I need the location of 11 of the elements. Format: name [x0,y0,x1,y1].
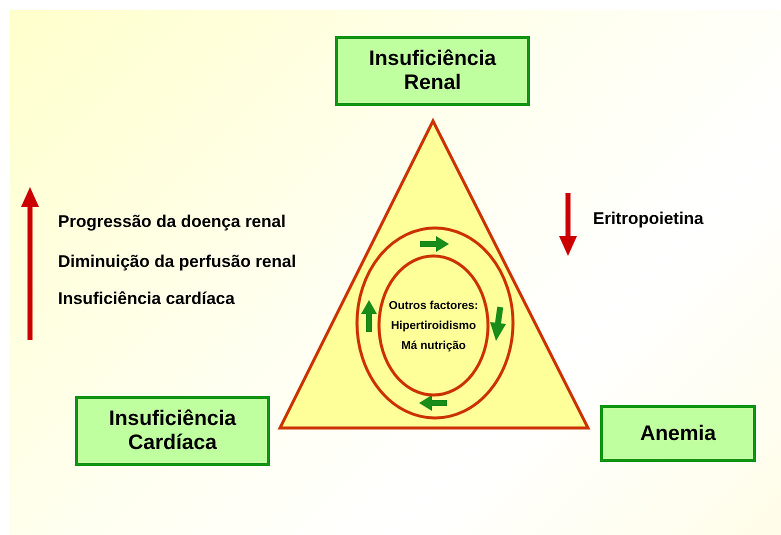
factor-text: Hipertiroidismo [391,318,476,334]
condition-box: Insuficiência Cardíaca [75,396,270,466]
factor-label: Diminuição da perfusão renal [58,252,296,272]
factor-text: Má nutrição [401,338,466,354]
factor-text: Outros factores: [388,298,478,314]
inner-ring [377,254,490,397]
condition-box: Anemia [600,405,756,462]
factor-label: Eritropoietina [593,209,704,229]
factor-label: Progressão da doença renal [58,212,286,232]
factor-label: Insuficiência cardíaca [58,289,235,309]
condition-box: Insuficiência Renal [335,36,530,106]
